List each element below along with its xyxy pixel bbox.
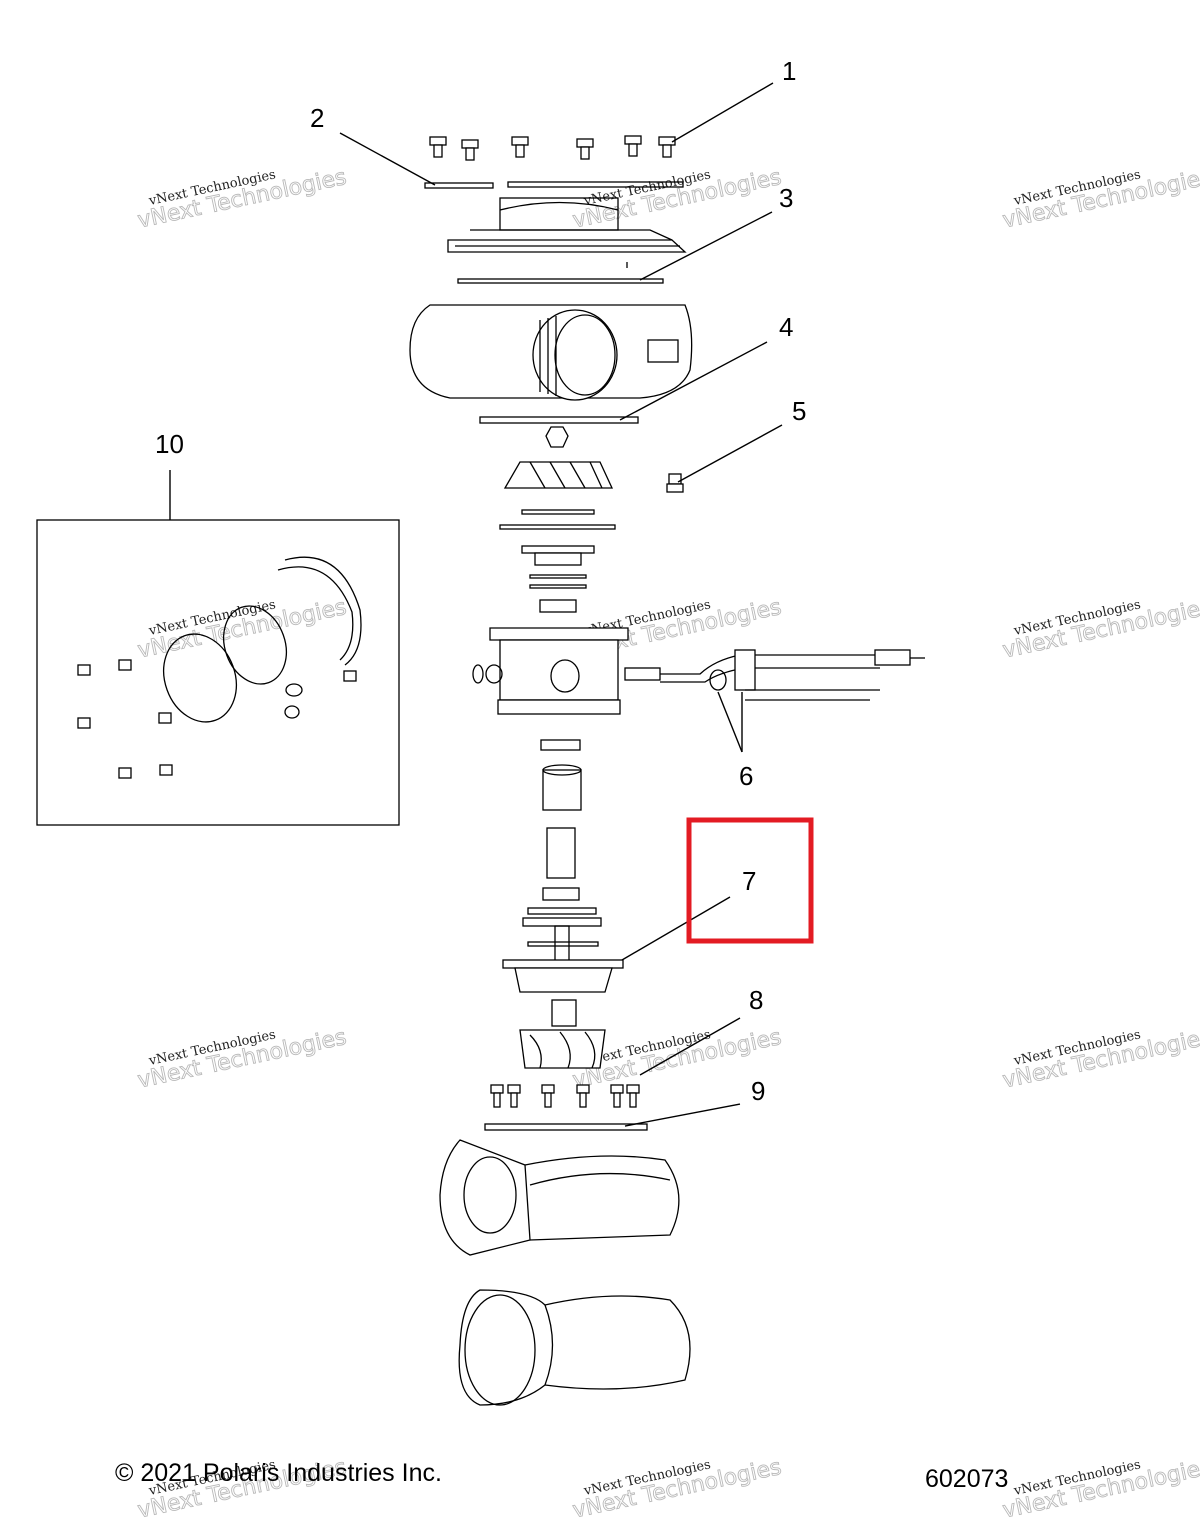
bolt — [77, 717, 91, 729]
bolt — [624, 135, 642, 157]
thrust-ring — [529, 574, 587, 579]
callout-4[interactable]: 4 — [779, 312, 793, 342]
watermark: vNext Technologies vNext Technologies — [1000, 594, 1200, 664]
retainer-plate — [424, 182, 494, 189]
bolt — [118, 767, 132, 779]
turbine-outlet-housing — [439, 1139, 680, 1256]
callout-numbers: 1 2 3 4 5 6 7 8 9 10 — [155, 56, 806, 1106]
bolt — [343, 670, 357, 682]
bolt — [159, 764, 173, 776]
oil-lines — [624, 649, 925, 701]
bolt — [158, 712, 172, 724]
bolt — [576, 138, 594, 160]
compressor-housing — [409, 304, 693, 401]
figure-number: 602073 — [925, 1465, 1008, 1493]
callout-5[interactable]: 5 — [792, 396, 806, 426]
center-housing — [489, 627, 629, 715]
gasket — [457, 278, 664, 284]
thrust-ring — [529, 584, 587, 589]
bolt — [610, 1084, 624, 1108]
compressor-wheel — [503, 461, 614, 489]
turbine-wheel — [519, 999, 606, 1069]
gasket — [479, 416, 639, 424]
callout-9[interactable]: 9 — [751, 1076, 765, 1106]
bolt — [576, 1084, 590, 1108]
bolt — [118, 659, 132, 671]
gasket — [484, 1123, 648, 1131]
callout-1[interactable]: 1 — [782, 56, 796, 86]
watermark: vNext Technologies vNext Technologies — [570, 1454, 784, 1524]
thrust-collar — [521, 545, 595, 566]
retainer-plate — [507, 181, 684, 188]
leader-line — [677, 424, 783, 483]
seal-ring — [521, 509, 595, 515]
leader-lines — [169, 82, 783, 1127]
seal-ring — [499, 524, 616, 530]
watermark: vNext Technologies vNext Technologies — [570, 164, 784, 234]
watermark: vNext Technologies vNext Technologies — [1000, 164, 1200, 234]
sleeve — [542, 764, 582, 811]
watermark: vNext Technologies vNext Technologies — [1000, 1454, 1200, 1524]
o-ring — [472, 664, 484, 684]
bottom-bolts — [490, 1084, 640, 1108]
watermark: vNext Technologies vNext Technologies — [135, 164, 349, 234]
watermark: vNext Technologies vNext Technologies — [135, 1024, 349, 1094]
bolt — [626, 1084, 640, 1108]
bolt — [507, 1084, 521, 1108]
spacer — [540, 739, 581, 751]
callout-10[interactable]: 10 — [155, 429, 184, 459]
nut — [545, 426, 569, 448]
leader-line — [619, 341, 768, 421]
copyright-text: © 2021 Polaris Industries Inc. — [115, 1459, 442, 1487]
watermark: vNext Technologies vNext Technologies — [135, 594, 349, 664]
callout-6[interactable]: 6 — [739, 761, 753, 791]
bolt — [541, 1084, 555, 1108]
bolt — [461, 139, 479, 161]
screw — [666, 473, 684, 493]
top-bolts — [429, 135, 676, 161]
watermark: vNext Technologies vNext Technologies — [1000, 1024, 1200, 1094]
shaft-assembly — [502, 827, 624, 993]
leader-line — [639, 1017, 741, 1076]
leader-line — [621, 896, 731, 961]
leader-line — [624, 1103, 741, 1127]
bolt — [77, 664, 91, 676]
leader-line — [339, 132, 436, 186]
downpipe — [458, 1289, 691, 1406]
o-ring — [485, 664, 503, 684]
leader-line — [671, 82, 774, 143]
bushing — [539, 599, 577, 613]
callout-7[interactable]: 7 — [742, 866, 756, 896]
bolt — [658, 136, 676, 158]
bolt — [490, 1084, 504, 1108]
leader-line — [717, 691, 743, 753]
bolt — [511, 136, 529, 158]
compressor-cover — [447, 197, 687, 253]
callout-highlight-box — [686, 817, 814, 944]
callout-2[interactable]: 2 — [310, 103, 324, 133]
callout-3[interactable]: 3 — [779, 183, 793, 213]
leader-line — [639, 211, 773, 281]
gasket-kit-box — [36, 519, 400, 826]
callout-8[interactable]: 8 — [749, 985, 763, 1015]
bolt — [429, 136, 447, 158]
